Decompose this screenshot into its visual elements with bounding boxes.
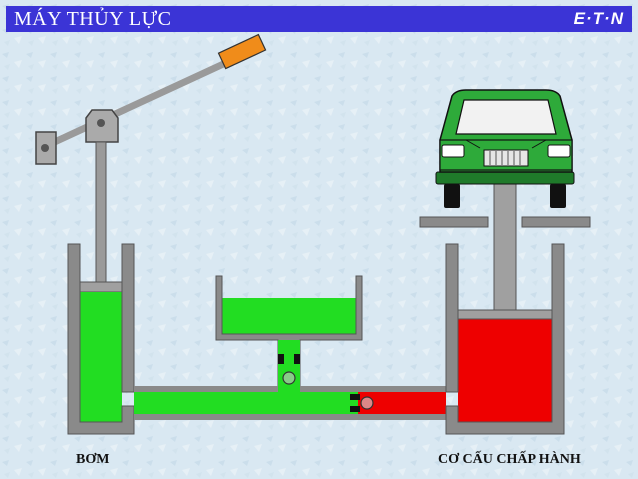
pipe-fluid-green (134, 392, 358, 414)
link-pin (97, 119, 105, 127)
actuator-label: CƠ CẤU CHẤP HÀNH (438, 452, 581, 467)
title-bar: MÁY THỦY LỰC E·T·N (6, 6, 632, 32)
reservoir-neck-fluid (278, 340, 300, 394)
actuator-fluid (458, 318, 552, 422)
check-valve-icon (282, 371, 296, 385)
page-title: MÁY THỦY LỰC (14, 8, 172, 30)
valve-seat-left (278, 354, 284, 364)
pipe-valve-seat-top (350, 394, 360, 400)
pump-label: BƠM (76, 452, 110, 467)
pivot-pin (41, 144, 49, 152)
pipe-wall-bottom (134, 414, 446, 420)
actuator-piston (457, 309, 553, 320)
guide-rail-left (419, 216, 489, 228)
pump-cylinder-wall-left (67, 243, 135, 435)
check-valve-icon (360, 396, 374, 410)
lever-handle[interactable] (217, 33, 267, 70)
pump (67, 141, 135, 435)
pipe-fluid-red (358, 392, 446, 414)
eaton-logo: E·T·N (573, 9, 624, 28)
pipe (134, 386, 446, 420)
actuator-cylinder-wall-right (445, 243, 565, 435)
pipe-wall-top-left (134, 386, 278, 392)
reservoir-fluid (222, 298, 356, 334)
pump-piston-rod (95, 141, 107, 285)
pump-cylinder-wall-right (121, 243, 135, 393)
actuator-cylinder-wall-left (445, 243, 459, 393)
pipe-wall-top-right (300, 386, 446, 392)
valve-seat-right (294, 354, 300, 364)
reservoir (215, 275, 363, 394)
actuator (419, 181, 591, 435)
guide-rail-right (521, 216, 591, 228)
pump-piston (79, 281, 123, 293)
lever-arm (42, 56, 236, 150)
lever-assembly (35, 33, 267, 165)
pump-fluid (80, 292, 122, 422)
actuator-piston-rod (493, 181, 517, 311)
car-icon (435, 89, 575, 208)
pipe-valve-seat-bottom (350, 406, 360, 412)
